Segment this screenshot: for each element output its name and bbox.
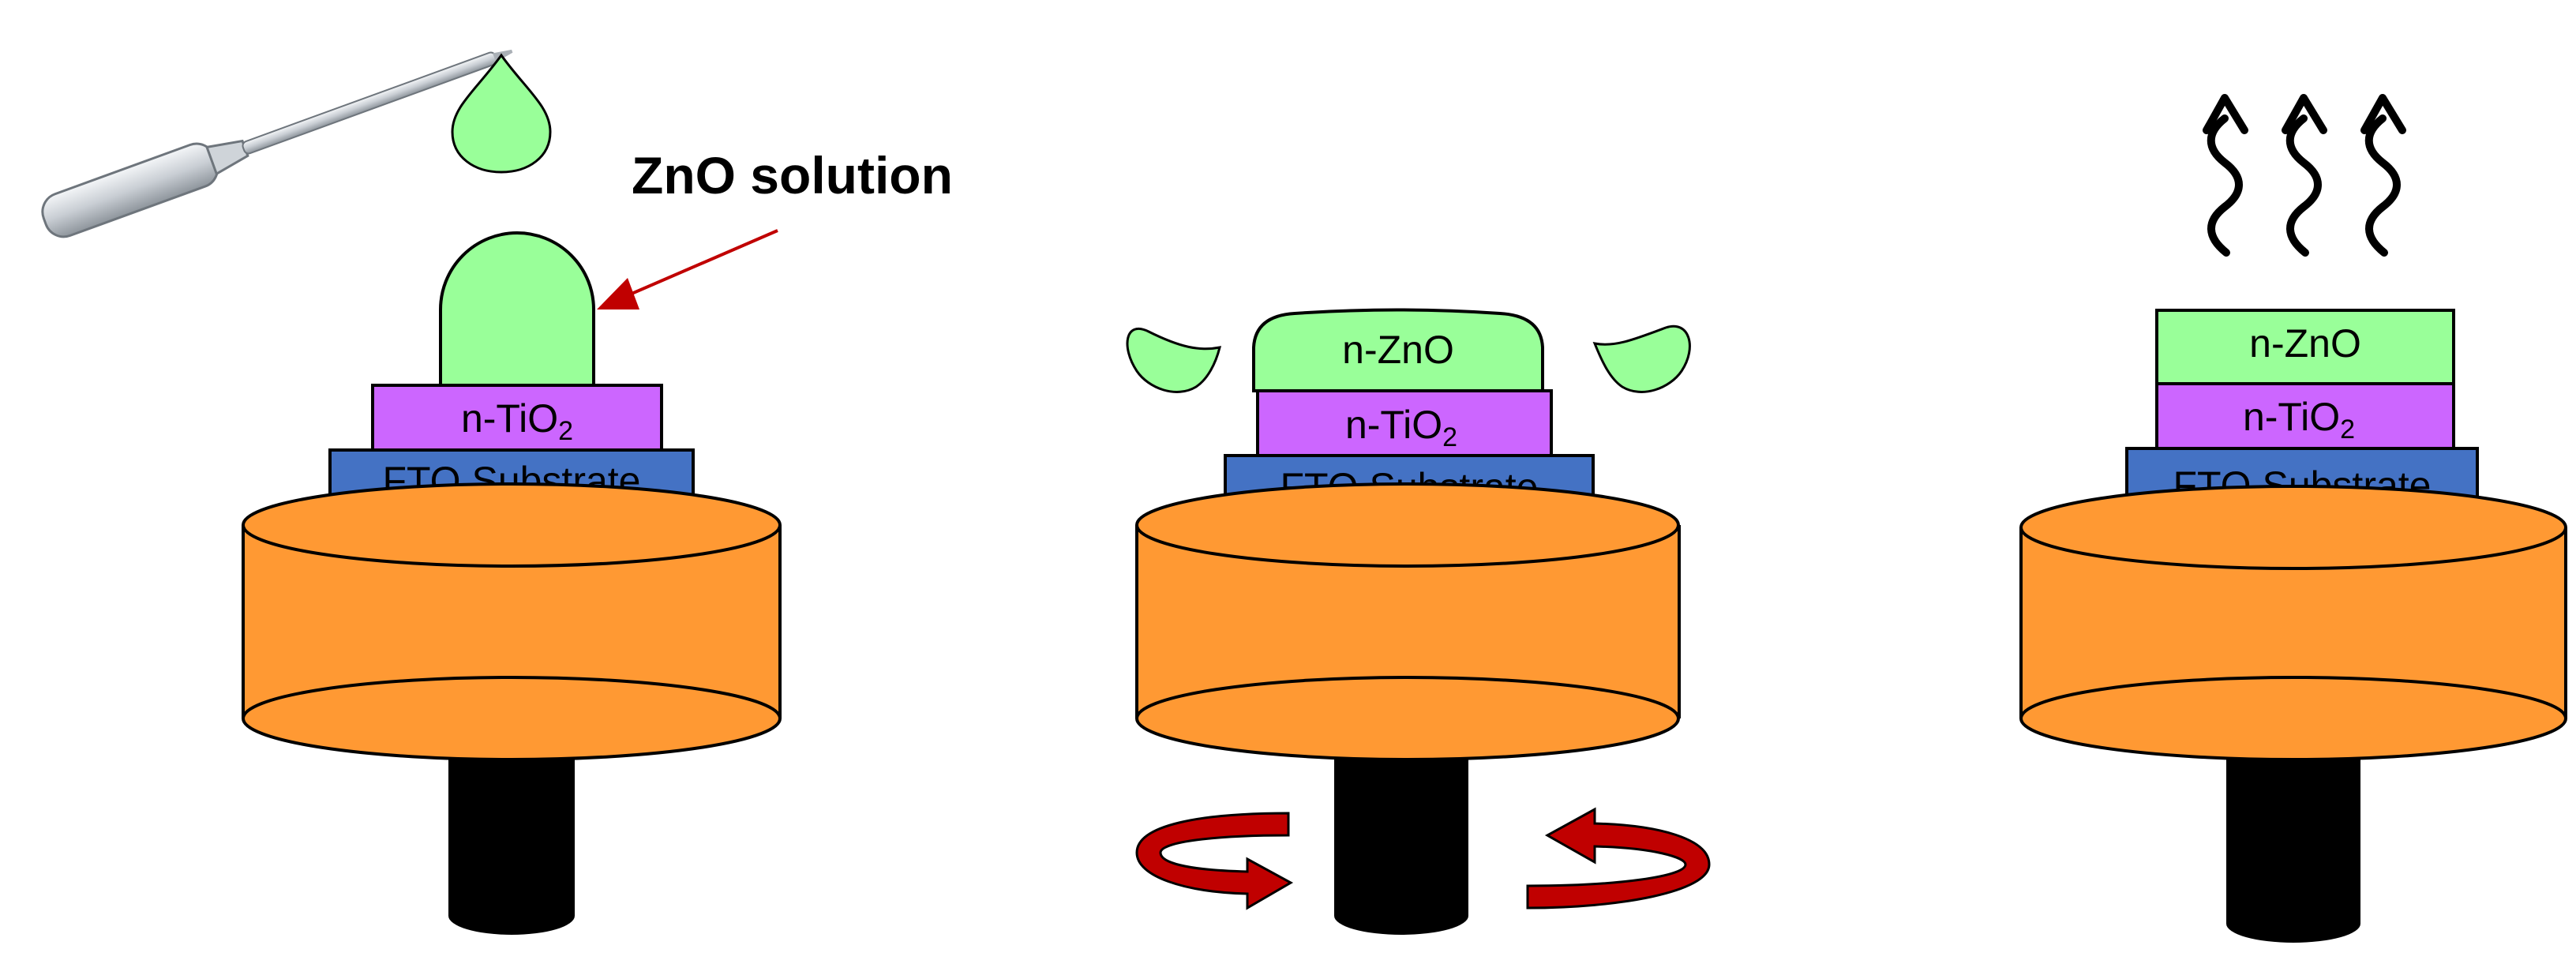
zno-solution-dome xyxy=(439,231,595,387)
zno-label: n-ZnO xyxy=(2249,321,2361,366)
pipette-icon xyxy=(41,49,513,238)
tio2-label-main: n-TiO xyxy=(2243,395,2340,439)
spin-shaft xyxy=(1334,760,1468,935)
evaporation-wavy-arrow-icon xyxy=(2203,94,2248,257)
spin-shaft xyxy=(448,760,575,935)
step-1-dispense: ZnO solution n-TiO2 FTO Substrate xyxy=(41,49,953,935)
tio2-label: n-TiO2 xyxy=(1345,403,1457,452)
step-3-anneal: n-ZnO n-TiO2 FTO Substrate xyxy=(2019,94,2567,943)
evaporation-wavy-arrow-icon xyxy=(2360,94,2406,257)
tio2-layer xyxy=(2155,382,2455,450)
callout-arrowhead xyxy=(597,278,639,309)
rotation-arrow-icon xyxy=(1135,812,1294,910)
tio2-label-main: n-TiO xyxy=(461,396,558,441)
spin-shaft xyxy=(2226,760,2360,943)
tio2-layer xyxy=(1256,389,1553,457)
droplet-icon xyxy=(1126,327,1222,393)
callout-arrow xyxy=(607,229,778,306)
spin-chuck xyxy=(1135,482,1681,761)
step-2-spin: n-ZnO n-TiO2 FTO Substrate xyxy=(1126,308,1711,935)
evaporation-wavy-arrow-icon xyxy=(2282,94,2327,257)
tio2-layer xyxy=(371,384,663,452)
tio2-label: n-TiO2 xyxy=(2243,395,2355,444)
zno-label: n-ZnO xyxy=(1342,328,1454,372)
zno-layer xyxy=(1252,308,1544,392)
spin-chuck xyxy=(242,482,782,761)
spin-chuck xyxy=(2019,485,2567,761)
zno-solution-label: ZnO solution xyxy=(632,146,953,204)
rotation-arrow-icon xyxy=(1526,807,1711,910)
droplet-icon xyxy=(1592,324,1691,393)
tio2-label-main: n-TiO xyxy=(1345,403,1442,447)
tio2-label: n-TiO2 xyxy=(461,396,573,446)
tio2-label-subscript: 2 xyxy=(558,416,573,446)
droplet-icon xyxy=(451,53,552,174)
tio2-label-subscript: 2 xyxy=(1442,422,1457,452)
tio2-label-subscript: 2 xyxy=(2340,414,2355,444)
